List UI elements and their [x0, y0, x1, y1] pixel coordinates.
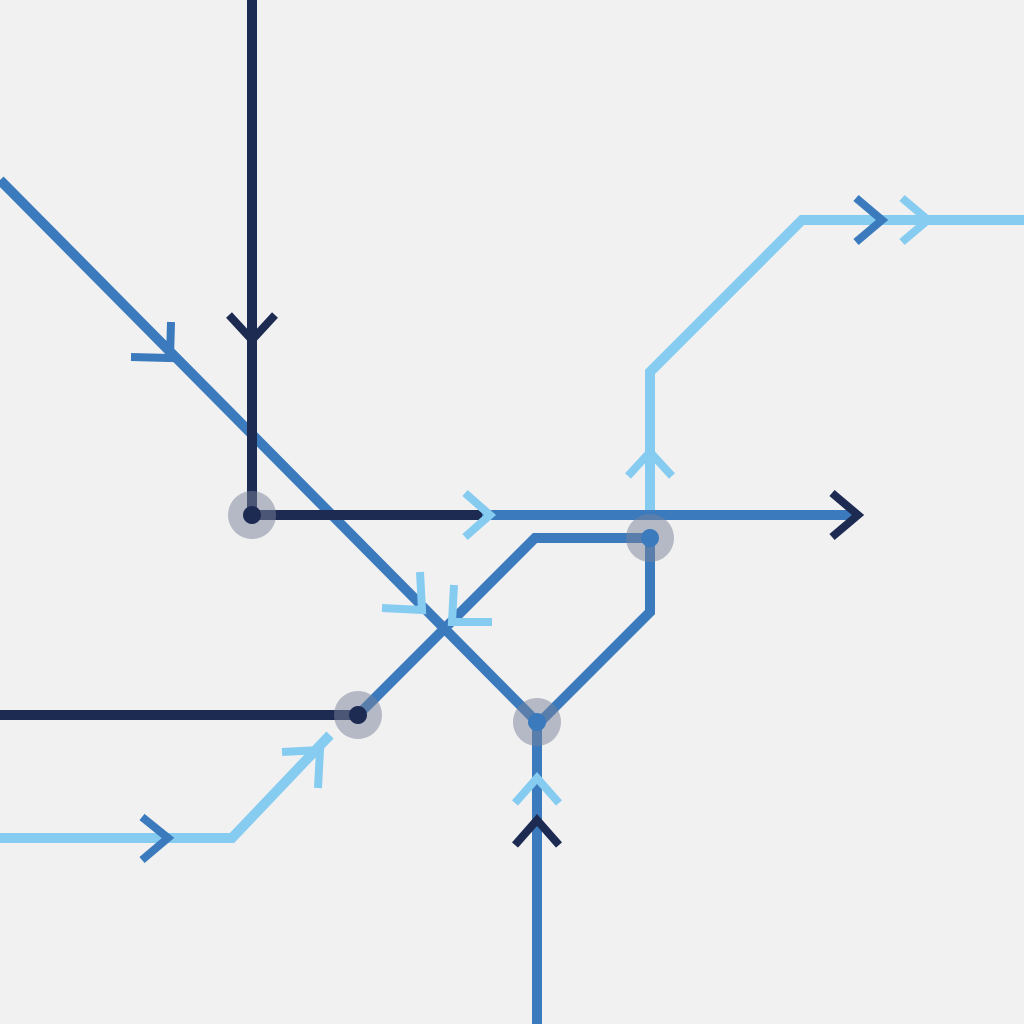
node-junction-west — [228, 491, 276, 539]
routes-blue-layer — [0, 176, 858, 1024]
node-junction-east — [626, 514, 674, 562]
node-dot — [641, 529, 659, 547]
routes-light-layer — [0, 215, 1024, 843]
arrow-icon-light-merge-left — [381, 571, 427, 615]
arrow-icon-blue-diagonal — [130, 321, 175, 363]
direction-arrows — [130, 194, 935, 864]
arrow-icon-navy-up-south — [511, 813, 563, 848]
arrow-icon-light-diagonal-up — [281, 745, 325, 789]
arrow-icon-light-right-center — [462, 489, 497, 541]
arrow-icon-light-up — [625, 446, 675, 479]
light-route-north-east — [645, 215, 1024, 515]
junction-nodes — [228, 491, 674, 746]
node-dot — [243, 506, 261, 524]
node-dot — [528, 713, 546, 731]
node-junction-south — [513, 698, 561, 746]
arrow-icon-navy-down — [226, 312, 278, 346]
arrow-icon-light-right-top — [899, 194, 935, 246]
light-route-south-west — [0, 731, 334, 843]
arrow-icon-blue-right-bottom — [139, 813, 175, 864]
arrow-icon-light-up-south — [511, 771, 563, 806]
arrow-icon-light-merge-right — [447, 584, 492, 626]
node-dot — [349, 706, 367, 724]
node-junction-southwest — [334, 691, 382, 739]
arrow-icon-blue-right-top — [853, 194, 889, 246]
arrow-icon-navy-right-end — [829, 489, 865, 541]
